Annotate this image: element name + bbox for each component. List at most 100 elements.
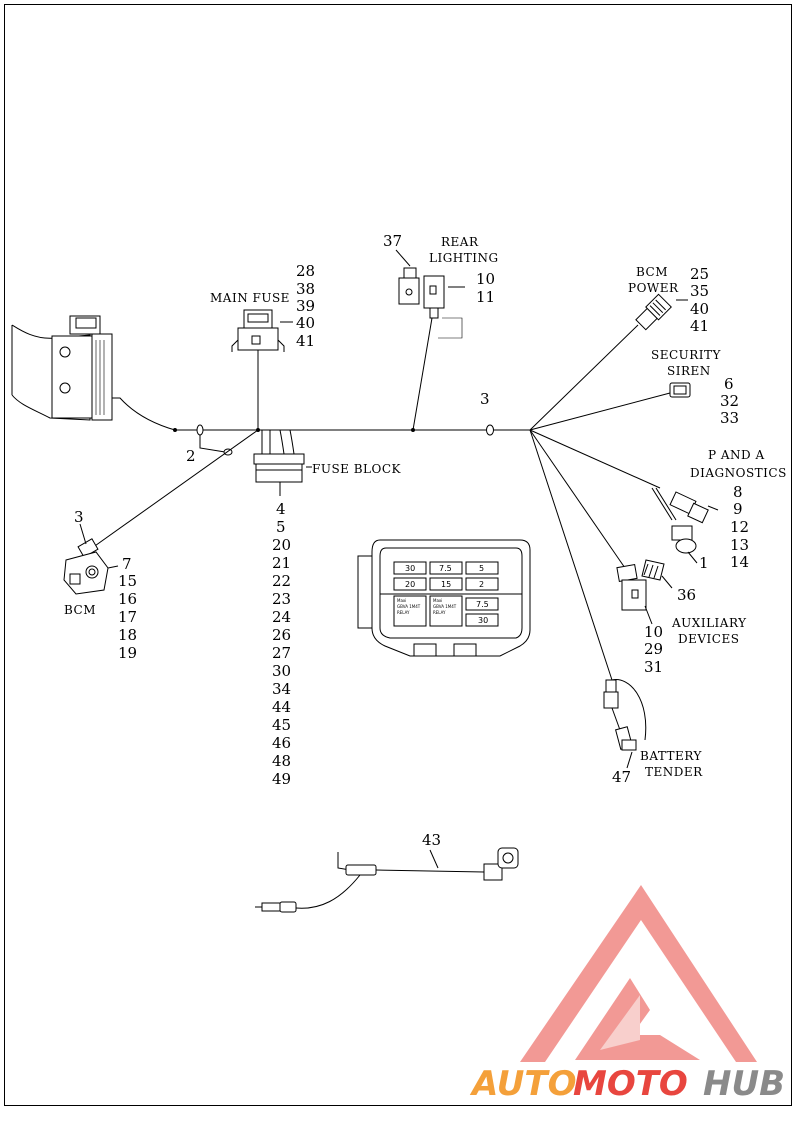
auxiliary-devices-connector	[616, 563, 653, 625]
fuse-label: 20	[405, 580, 415, 589]
callout-number: 10	[644, 623, 663, 641]
bcm-power-connector	[635, 293, 672, 331]
battery-tender-connector	[603, 679, 647, 769]
callout-number: 22	[272, 572, 291, 590]
callout-number: 24	[272, 608, 291, 626]
bcm-branch-wire	[91, 429, 259, 549]
relay-text: GBVA 1M4T	[433, 604, 457, 609]
callout-number: 40	[296, 314, 315, 332]
fuse-label: 30	[405, 564, 415, 573]
relay-text: RELAY	[433, 610, 446, 615]
callout-number: 7	[122, 555, 132, 573]
fuse-block-label: FUSE BLOCK	[312, 462, 402, 476]
item-36-boot	[641, 559, 673, 589]
bcm-label: BCM	[64, 603, 96, 617]
callout-number: 34	[272, 680, 291, 698]
callout-number: 29	[644, 640, 663, 658]
callout-number: 40	[690, 300, 709, 318]
callout-number: 3	[74, 508, 84, 526]
chassis-frame-bracket	[11, 315, 176, 431]
callout-number: 15	[118, 572, 137, 590]
bcm-power-label: POWER	[628, 281, 679, 295]
callout-number: 23	[272, 590, 291, 608]
callout-number: 37	[383, 232, 402, 250]
callout-number: 49	[272, 770, 291, 788]
relay-text: GBVA 1M4T	[397, 604, 421, 609]
fuse-label: 15	[441, 580, 451, 589]
fuse-label: 30	[478, 616, 488, 625]
main-fuse-connector	[231, 309, 293, 430]
relay-text: RELAY	[397, 610, 410, 615]
trunk-clip	[486, 424, 494, 436]
callout-number: 25	[690, 265, 709, 283]
callout-number: 36	[677, 586, 696, 604]
security-siren-label: SECURITY	[651, 348, 722, 362]
auxiliary-label: DEVICES	[678, 632, 739, 646]
battery-tender-label: BATTERY	[640, 749, 702, 763]
callout-number: 38	[296, 280, 315, 298]
watermark-hub: HUB	[703, 1064, 785, 1104]
callout-number: 44	[272, 698, 291, 716]
fuse-detail-labels: 30 7.5 5 20 15 2 7.5 30 Maxi GBVA 1M4T R…	[397, 564, 489, 625]
callout-number: 27	[272, 644, 291, 662]
callout-number: 2	[186, 447, 196, 465]
callout-number: 11	[476, 288, 495, 306]
rear-lighting-label: LIGHTING	[429, 251, 499, 265]
callout-number: 41	[296, 332, 315, 350]
p-and-a-label: P AND A	[708, 448, 765, 462]
watermark-auto: AUTO	[469, 1064, 577, 1104]
watermark-logo-text: AUTO MOTO HUB	[469, 1064, 785, 1104]
callout-number: 18	[118, 626, 137, 644]
relay-text: Maxi	[397, 598, 406, 603]
callout-number: 9	[733, 500, 743, 518]
callout-number: 26	[272, 626, 291, 644]
security-siren-connector	[669, 382, 691, 398]
callout-number: 48	[272, 752, 291, 770]
callout-number: 31	[644, 658, 663, 676]
rear-lighting-connectors	[395, 249, 465, 431]
fuse-label: 7.5	[439, 564, 452, 573]
callout-number: 39	[296, 297, 315, 315]
callout-number: 3	[480, 390, 490, 408]
watermark-moto: MOTO	[573, 1064, 688, 1104]
callout-number: 21	[272, 554, 291, 572]
callout-number: 46	[272, 734, 291, 752]
rear-lighting-label: REAR	[441, 235, 479, 249]
watermark-logo-triangle	[520, 885, 757, 1062]
callout-number: 16	[118, 590, 137, 608]
callout-number: 35	[690, 282, 709, 300]
main-trunk-wire	[173, 428, 530, 432]
callout-number: 10	[476, 270, 495, 288]
callout-number: 33	[720, 409, 739, 427]
relay-text: Maxi	[433, 598, 442, 603]
callout-number: 5	[276, 518, 286, 536]
callout-number: 41	[690, 317, 709, 335]
callout-number: 28	[296, 262, 315, 280]
callout-number: 32	[720, 392, 739, 410]
callout-number: 6	[724, 375, 734, 393]
p-and-a-diagnostics-connector	[651, 487, 719, 564]
right-branch-wires	[529, 324, 671, 681]
callout-number: 14	[730, 553, 749, 571]
fuse-label: 2	[479, 580, 484, 589]
bcm-power-label: BCM	[636, 265, 668, 279]
extension-cable	[255, 847, 519, 913]
fuse-block-detail	[357, 539, 531, 657]
security-siren-label: SIREN	[667, 364, 711, 378]
drawing-frame	[4, 4, 792, 1106]
callout-number: 19	[118, 644, 137, 662]
callout-number: 8	[733, 483, 743, 501]
main-fuse-label: MAIN FUSE	[210, 291, 290, 305]
fuse-block-connector	[253, 429, 312, 496]
p-and-a-label: DIAGNOSTICS	[690, 466, 787, 480]
callout-number: 20	[272, 536, 291, 554]
callout-labels: MAIN FUSE 28 38 39 40 41 37 REAR LIGHTIN…	[64, 232, 787, 849]
callout-number: 30	[272, 662, 291, 680]
callout-number: 45	[272, 716, 291, 734]
callout-number: 12	[730, 518, 749, 536]
callout-number: 47	[612, 768, 631, 786]
battery-tender-label: TENDER	[645, 765, 703, 779]
callout-number: 17	[118, 608, 137, 626]
callout-number: 13	[730, 536, 749, 554]
